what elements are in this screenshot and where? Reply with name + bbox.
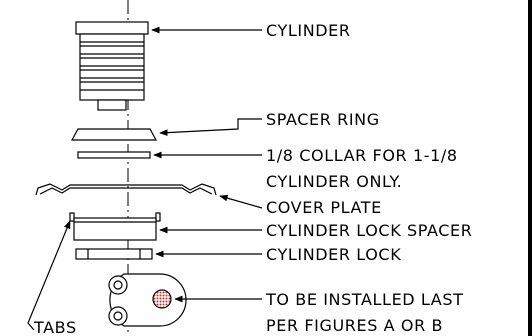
cover-plate-label: COVER PLATE: [266, 198, 382, 217]
collar-part: [77, 151, 151, 159]
spacer-ring-part: [70, 128, 158, 141]
cover-plate-part: [35, 183, 217, 196]
hatched-hole: [152, 289, 172, 309]
cylinder-lock-spacer-label: CYLINDER LOCK SPACER: [266, 221, 472, 240]
install-label-line2: PER FIGURES A OR B: [266, 316, 443, 335]
spacer-ring-leader: [159, 118, 262, 136]
right-border-line: [528, 0, 532, 336]
cylinder-part: [75, 21, 149, 111]
tabs-leader: [27, 220, 71, 331]
cylinder-lock-spacer-part: [69, 212, 161, 241]
cylinder-label: CYLINDER: [266, 21, 351, 40]
lock-plate-part: [108, 273, 187, 327]
cylinder-lock-label: CYLINDER LOCK: [266, 245, 401, 264]
collar-label-line1: 1/8 COLLAR FOR 1-1/8: [266, 146, 458, 165]
cylinder-lock-part: [75, 248, 153, 260]
tabs-label: TABS: [33, 318, 77, 336]
collar-label-line2: CYLINDER ONLY.: [266, 172, 402, 191]
cover-plate-leader: [219, 194, 263, 209]
spacer-ring-label: SPACER RING: [266, 110, 380, 129]
install-label-line1: TO BE INSTALLED LAST: [265, 290, 463, 309]
